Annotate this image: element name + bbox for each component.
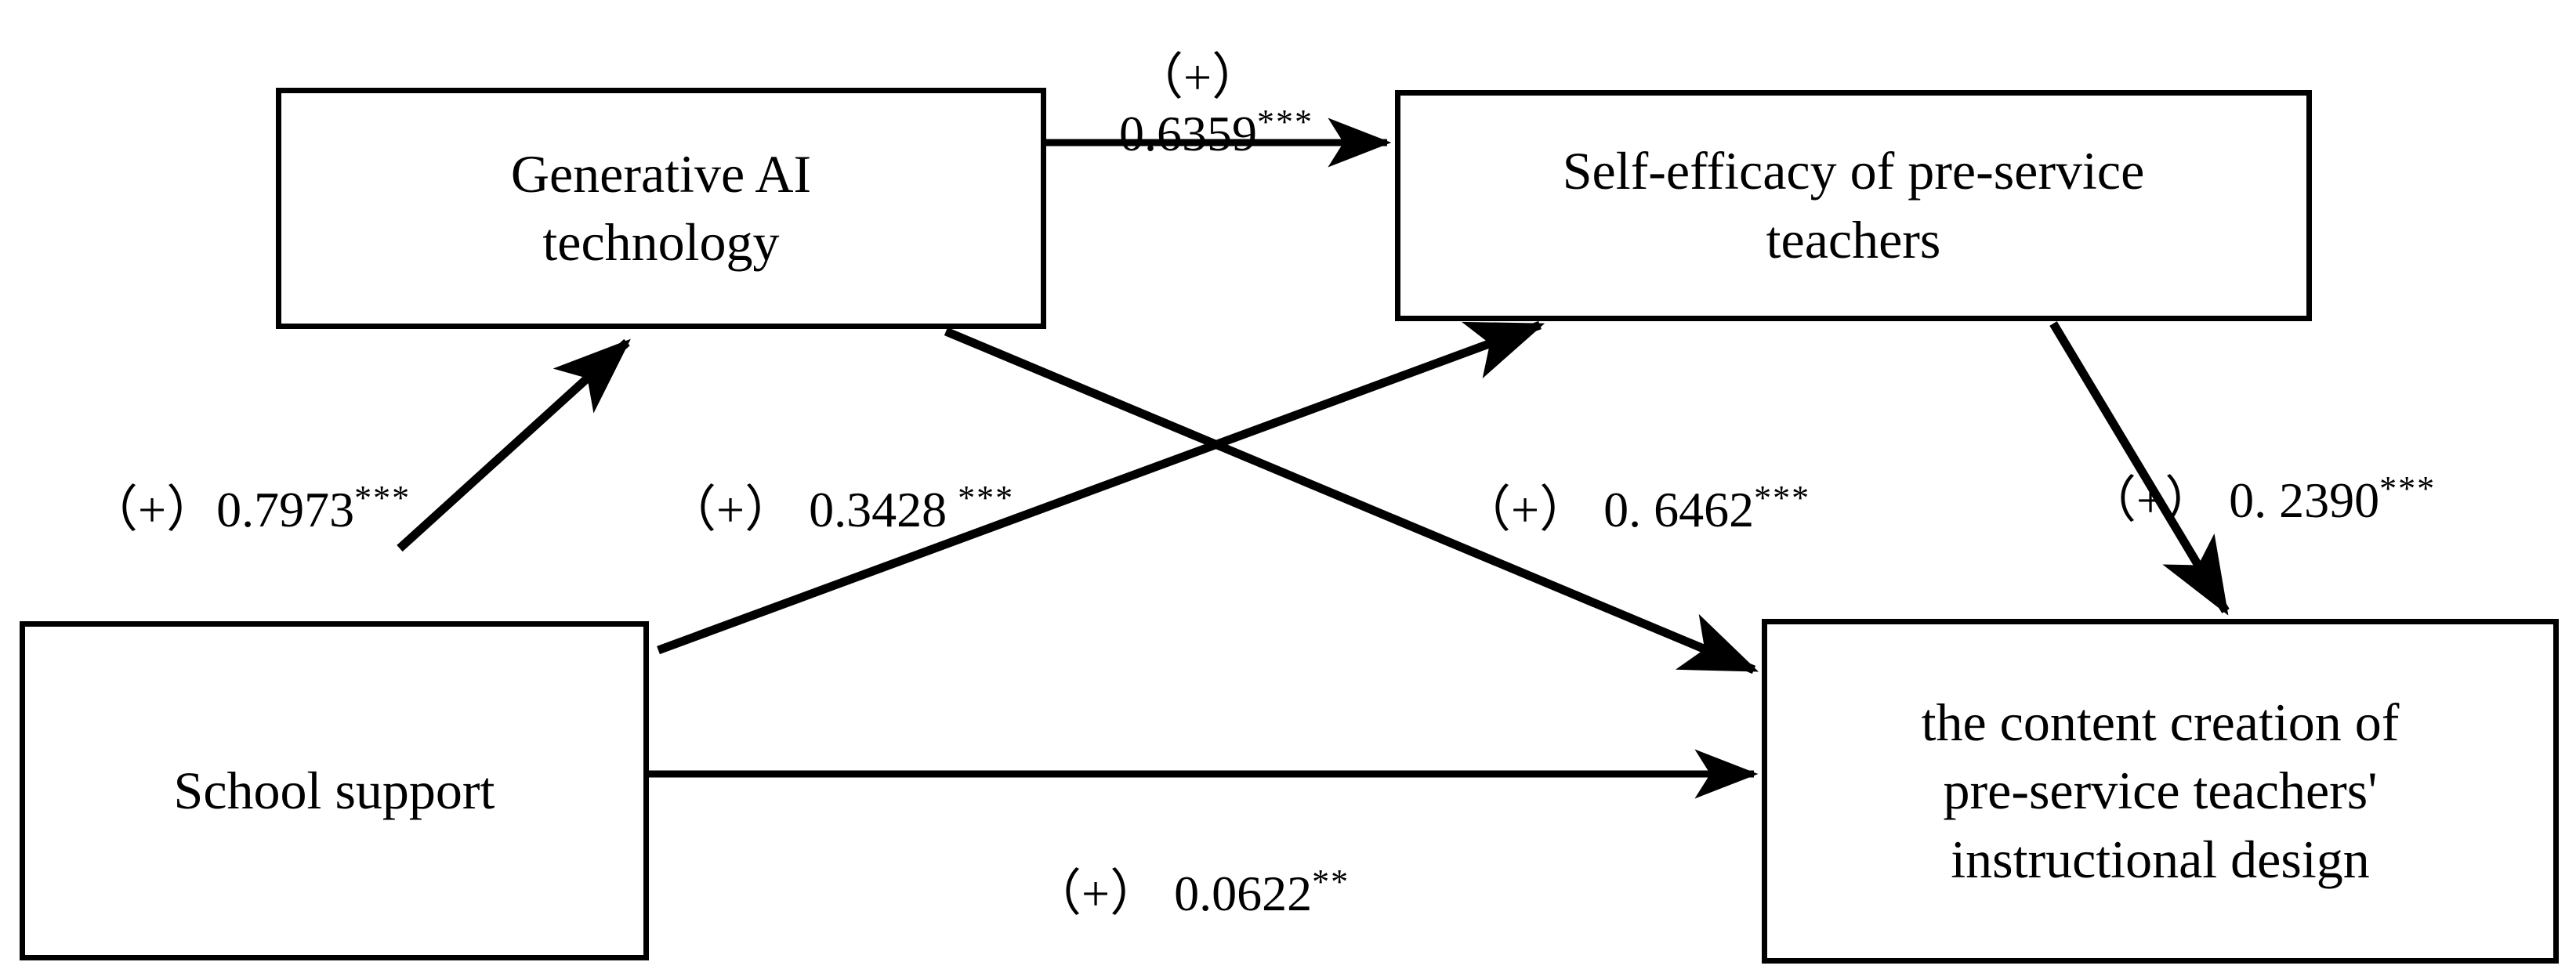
edge-sign-school-to-selfefficacy: （+） (1461, 482, 1590, 538)
edge-significance-ai-to-content: *** (958, 479, 1015, 518)
node-label-content-creation-instructional-design: the content creation of pre-service teac… (1921, 693, 2400, 889)
node-school-support[interactable]: School support (20, 621, 649, 960)
edge-coefficient-school-to-ai: 0.7973 (216, 482, 355, 538)
node-generative-ai-technology[interactable]: Generative AI technology (276, 88, 1046, 329)
edge-sign-selfefficacy-to-content: （+） (2086, 472, 2216, 529)
edge-coefficient-school-to-selfefficacy: 0. 6462 (1603, 482, 1755, 538)
node-label-self-efficacy-pre-service-teachers: Self-efficacy of pre-service teachers (1562, 141, 2145, 269)
arrow-selfefficacy-to-content (2049, 321, 2230, 616)
edge-significance-school-to-content: ** (1312, 862, 1350, 902)
edge-sign-school-to-content: （+） (1031, 866, 1161, 922)
edge-coefficient-ai-to-selfefficacy: 0.6359 (1119, 106, 1257, 162)
edge-coefficient-selfefficacy-to-content: 0. 2390 (2229, 472, 2380, 529)
edge-sign-ai-to-selfefficacy: （+） (1133, 49, 1263, 106)
arrow-ai-to-content (944, 327, 1759, 674)
edge-label-school-to-selfefficacy: （+）0. 6462*** (1411, 428, 1810, 589)
node-self-efficacy-pre-service-teachers[interactable]: Self-efficacy of pre-service teachers (1395, 90, 2312, 321)
node-label-generative-ai-technology: Generative AI technology (510, 143, 812, 272)
edge-significance-selfefficacy-to-content: *** (2379, 469, 2437, 508)
edge-coefficient-ai-to-content: 0.3428 (809, 482, 947, 538)
edge-label-ai-to-selfefficacy-value: 0.6359*** (1042, 52, 1340, 213)
node-label-school-support: School support (173, 760, 495, 820)
edge-sign-school-to-ai: （+） (88, 482, 217, 538)
edge-label-school-to-content: （+）0.0622** (981, 812, 1350, 973)
edge-significance-school-to-selfefficacy: *** (1754, 479, 1811, 518)
edge-sign-ai-to-content: （+） (666, 482, 795, 538)
edge-significance-ai-to-selfefficacy: *** (1257, 103, 1313, 142)
edge-label-ai-to-content: （+）0.3428 *** (616, 428, 1014, 589)
edge-label-school-to-ai: （+）0.7973*** (38, 428, 411, 589)
edge-label-selfefficacy-to-content: （+）0. 2390*** (2036, 418, 2436, 580)
node-content-creation-instructional-design[interactable]: the content creation of pre-service teac… (1762, 619, 2559, 964)
edge-coefficient-school-to-content: 0.0622 (1174, 866, 1313, 922)
edge-label-ai-to-selfefficacy-sign: （+） (1083, 0, 1262, 157)
edge-significance-school-to-ai: *** (354, 479, 411, 518)
arrow-school-to-ai (397, 338, 631, 552)
arrow-school-to-selfefficacy (657, 320, 1545, 655)
